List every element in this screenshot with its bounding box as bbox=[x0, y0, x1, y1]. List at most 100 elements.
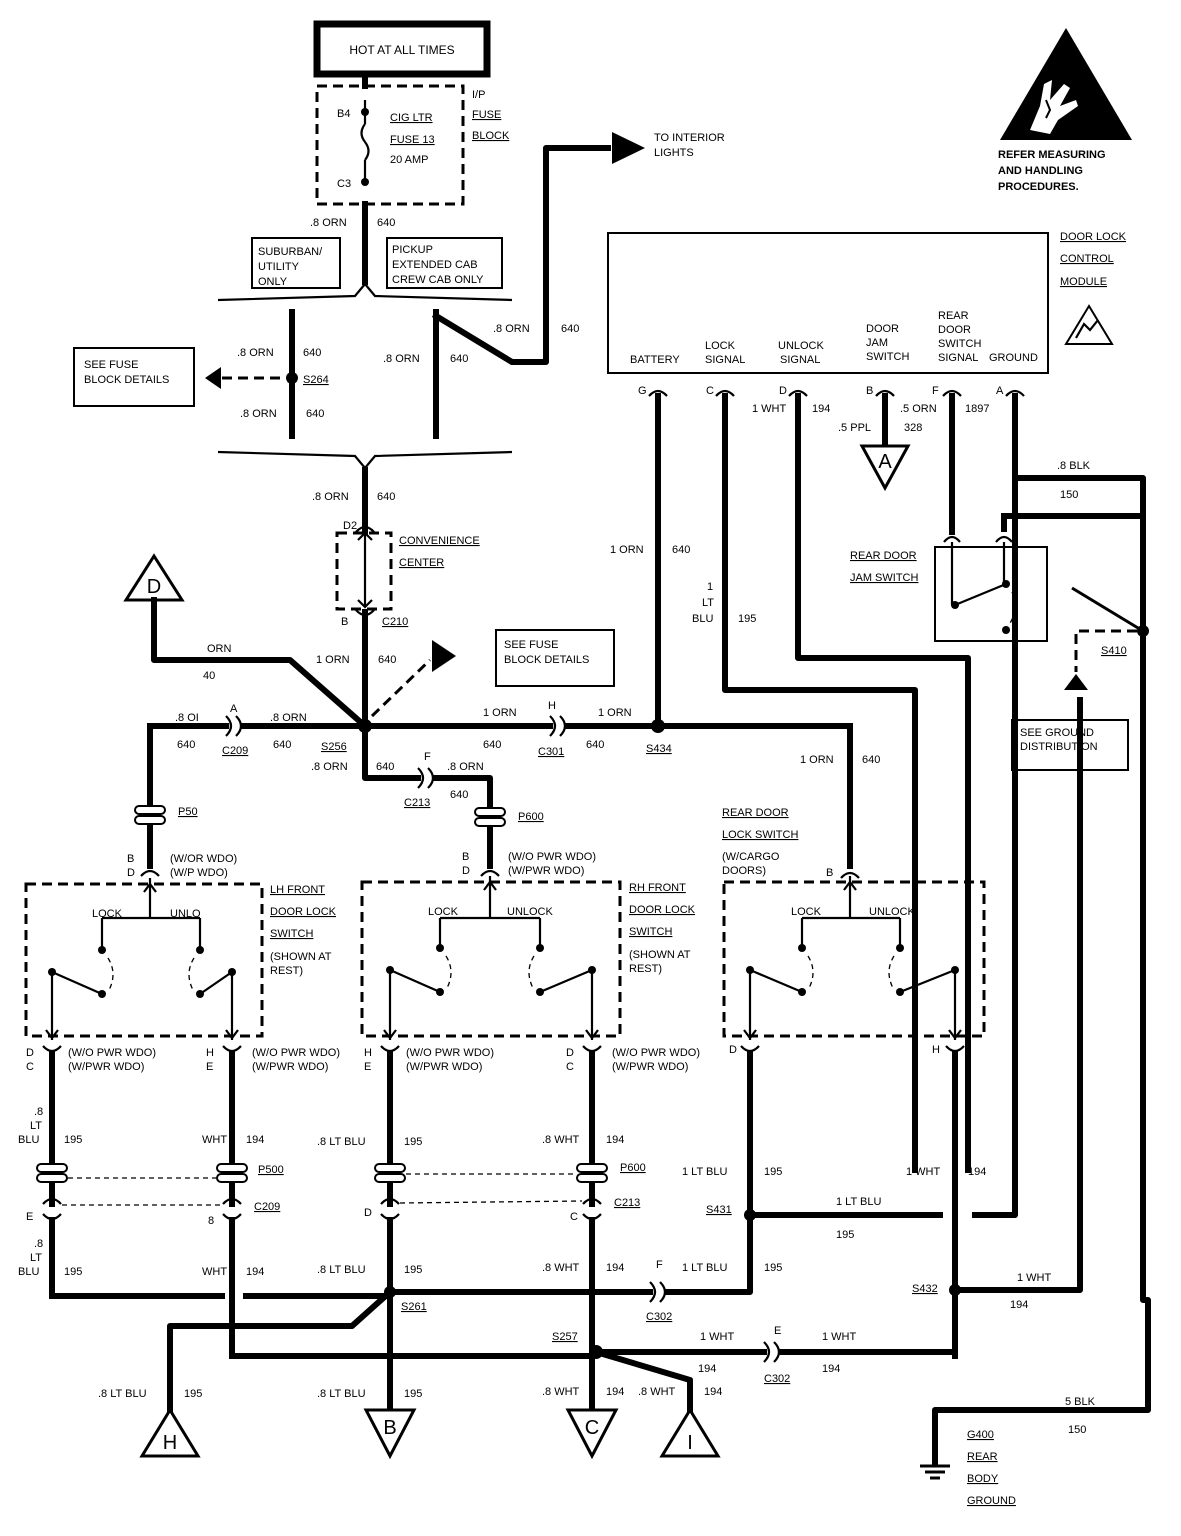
svg-text:.8 ORN: .8 ORN bbox=[240, 408, 277, 420]
svg-text:FUSE 13: FUSE 13 bbox=[390, 134, 435, 146]
svg-text:AND HANDLING: AND HANDLING bbox=[998, 165, 1083, 177]
svg-text:LOCK SWITCH: LOCK SWITCH bbox=[722, 829, 798, 841]
svg-text:(W/O PWR WDO): (W/O PWR WDO) bbox=[612, 1047, 700, 1059]
svg-text:JAM SWITCH: JAM SWITCH bbox=[850, 572, 918, 584]
svg-text:1 LT BLU: 1 LT BLU bbox=[836, 1196, 882, 1208]
svg-text:D: D bbox=[779, 385, 787, 397]
svg-text:194: 194 bbox=[606, 1386, 624, 1398]
svg-text:E: E bbox=[774, 1325, 781, 1337]
svg-text:CENTER: CENTER bbox=[399, 557, 444, 569]
svg-text:195: 195 bbox=[184, 1388, 202, 1400]
svg-text:BLU: BLU bbox=[18, 1266, 39, 1278]
svg-text:G400: G400 bbox=[967, 1429, 994, 1441]
svg-text:.8 ORN: .8 ORN bbox=[310, 217, 347, 229]
svg-text:REAR DOOR: REAR DOOR bbox=[722, 807, 789, 819]
svg-text:CREW CAB ONLY: CREW CAB ONLY bbox=[392, 274, 484, 286]
wire-to-interior-lights bbox=[431, 145, 611, 365]
svg-text:A: A bbox=[878, 451, 892, 473]
svg-text:S256: S256 bbox=[321, 741, 347, 753]
svg-text:(SHOWN AT: (SHOWN AT bbox=[629, 949, 691, 961]
svg-text:MODULE: MODULE bbox=[1060, 276, 1107, 288]
svg-text:.8: .8 bbox=[34, 1238, 43, 1250]
svg-text:C3: C3 bbox=[337, 178, 351, 190]
ref-a-triangle bbox=[859, 444, 911, 492]
svg-text:(SHOWN AT: (SHOWN AT bbox=[270, 951, 332, 963]
svg-text:DISTRIBUTION: DISTRIBUTION bbox=[1020, 741, 1098, 753]
svg-text:S410: S410 bbox=[1101, 645, 1127, 657]
svg-text:B4: B4 bbox=[337, 108, 350, 120]
svg-text:ORN: ORN bbox=[207, 643, 232, 655]
svg-text:PROCEDURES.: PROCEDURES. bbox=[998, 181, 1079, 193]
svg-text:194: 194 bbox=[246, 1266, 264, 1278]
svg-text:.8 ORN: .8 ORN bbox=[447, 761, 484, 773]
esd-warning-icon bbox=[1000, 28, 1132, 140]
svg-text:BLOCK DETAILS: BLOCK DETAILS bbox=[504, 654, 589, 666]
svg-text:(W/PWR WDO): (W/PWR WDO) bbox=[508, 865, 584, 877]
esd-warning-icon-small bbox=[1064, 304, 1114, 345]
svg-text:194: 194 bbox=[606, 1134, 624, 1146]
svg-text:SIGNAL: SIGNAL bbox=[705, 354, 745, 366]
svg-text:.8 ORN: .8 ORN bbox=[383, 353, 420, 365]
hot-at-all-times-box bbox=[313, 20, 491, 78]
svg-text:D: D bbox=[462, 865, 470, 877]
fuse-icon bbox=[360, 123, 370, 161]
svg-text:1 WHT: 1 WHT bbox=[1017, 1272, 1052, 1284]
svg-text:(W/PWR WDO): (W/PWR WDO) bbox=[68, 1061, 144, 1073]
svg-text:(W/P WDO): (W/P WDO) bbox=[170, 867, 228, 879]
svg-text:UNLOCK: UNLOCK bbox=[778, 340, 825, 352]
svg-text:REAR DOOR: REAR DOOR bbox=[850, 550, 917, 562]
svg-text:328: 328 bbox=[904, 422, 922, 434]
svg-text:195: 195 bbox=[764, 1262, 782, 1274]
svg-text:LT: LT bbox=[30, 1120, 42, 1132]
svg-text:S257: S257 bbox=[552, 1331, 578, 1343]
svg-text:(W/PWR WDO): (W/PWR WDO) bbox=[612, 1061, 688, 1073]
svg-text:.8 ORN: .8 ORN bbox=[312, 491, 349, 503]
svg-text:LT: LT bbox=[30, 1252, 42, 1264]
svg-text:D: D bbox=[364, 1207, 372, 1219]
svg-text:BLU: BLU bbox=[692, 613, 713, 625]
svg-text:C213: C213 bbox=[404, 797, 430, 809]
svg-text:8: 8 bbox=[208, 1215, 214, 1227]
switch-output-row bbox=[42, 1045, 965, 1053]
svg-text:D: D bbox=[729, 1044, 737, 1056]
svg-text:D: D bbox=[26, 1047, 34, 1059]
rh-front-door-lock-switch: LOCK UNLOCK bbox=[360, 876, 622, 1040]
svg-text:640: 640 bbox=[306, 408, 324, 420]
splice-s410 bbox=[1137, 625, 1149, 637]
svg-text:LH FRONT: LH FRONT bbox=[270, 884, 325, 896]
svg-text:195: 195 bbox=[738, 613, 756, 625]
svg-text:C301: C301 bbox=[538, 746, 564, 758]
svg-text:SIGNAL: SIGNAL bbox=[938, 352, 978, 364]
svg-text:(W/PWR WDO): (W/PWR WDO) bbox=[406, 1061, 482, 1073]
svg-text:.8 LT BLU: .8 LT BLU bbox=[317, 1264, 366, 1276]
svg-text:150: 150 bbox=[1068, 1424, 1086, 1436]
svg-text:1897: 1897 bbox=[965, 403, 989, 415]
svg-text:S431: S431 bbox=[706, 1204, 732, 1216]
svg-text:.8 WHT: .8 WHT bbox=[638, 1386, 676, 1398]
svg-text:195: 195 bbox=[404, 1388, 422, 1400]
arrow-right-icon bbox=[432, 640, 456, 672]
door-lock-control-module bbox=[607, 232, 1049, 374]
svg-text:A: A bbox=[996, 385, 1004, 397]
svg-text:CIG LTR: CIG LTR bbox=[390, 112, 433, 124]
svg-text:640: 640 bbox=[377, 217, 395, 229]
svg-text:640: 640 bbox=[483, 739, 501, 751]
svg-text:S261: S261 bbox=[401, 1301, 427, 1313]
svg-text:BLOCK: BLOCK bbox=[472, 130, 510, 142]
svg-text:E: E bbox=[364, 1061, 371, 1073]
svg-text:SWITCH: SWITCH bbox=[270, 928, 313, 940]
svg-text:.8 BLK: .8 BLK bbox=[1057, 460, 1091, 472]
svg-text:194: 194 bbox=[822, 1363, 840, 1375]
svg-text:SIGNAL: SIGNAL bbox=[780, 354, 820, 366]
svg-text:1 WHT: 1 WHT bbox=[752, 403, 787, 415]
svg-text:H: H bbox=[163, 1432, 177, 1454]
svg-text:DOOR: DOOR bbox=[938, 324, 971, 336]
svg-text:ONLY: ONLY bbox=[258, 276, 288, 288]
svg-text:LOCK: LOCK bbox=[92, 908, 123, 920]
svg-text:1 ORN: 1 ORN bbox=[316, 654, 350, 666]
svg-text:194: 194 bbox=[812, 403, 830, 415]
svg-text:.5 ORN: .5 ORN bbox=[900, 403, 937, 415]
see-fuse-block-box-1 bbox=[73, 347, 195, 407]
svg-text:H: H bbox=[364, 1047, 372, 1059]
